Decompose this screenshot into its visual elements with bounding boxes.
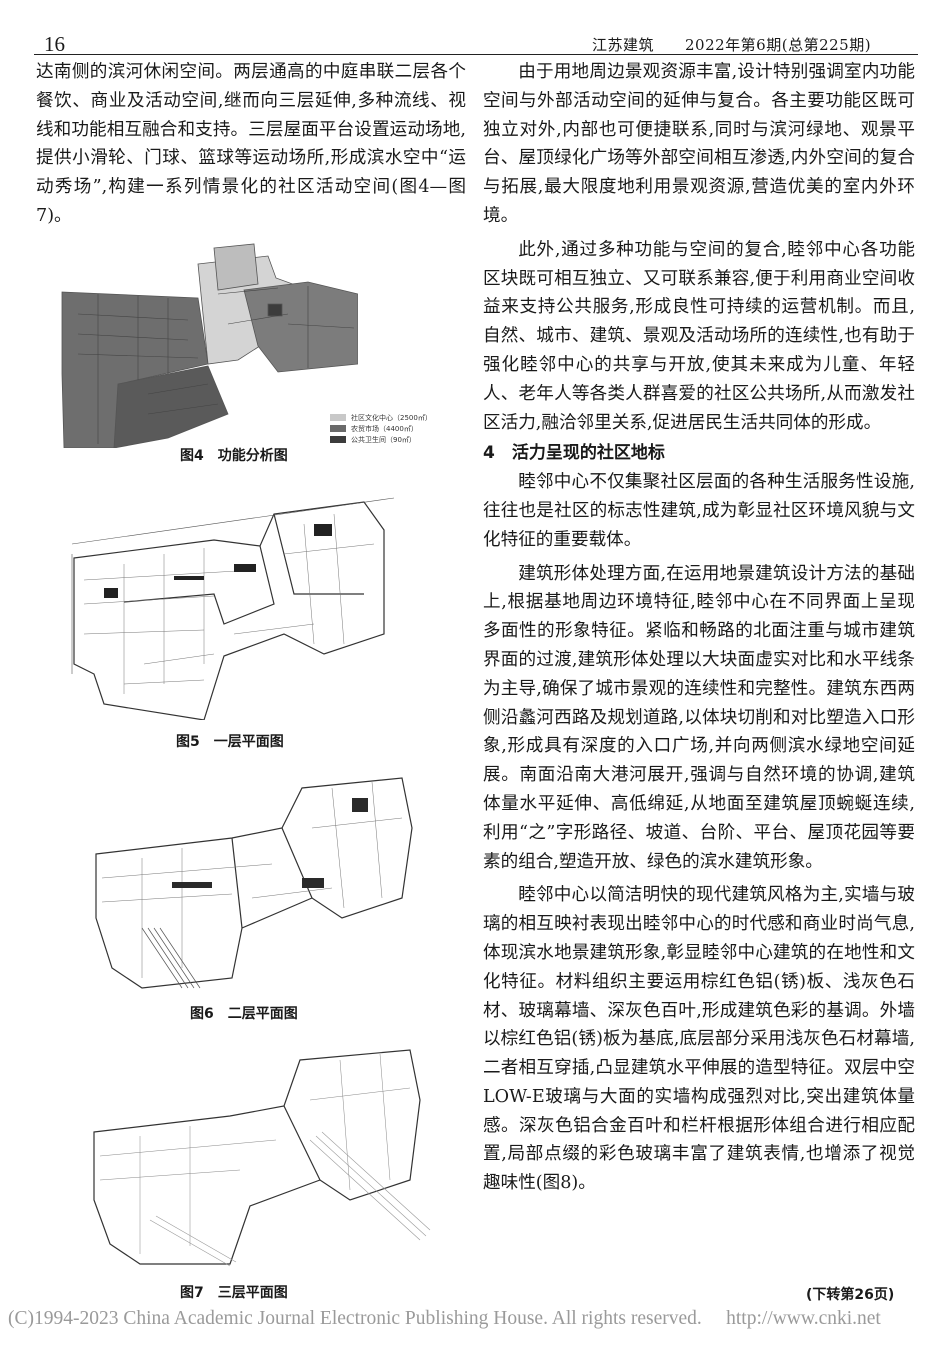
figure-5-ground-floor-plan <box>71 497 395 720</box>
legend-item: 社区文化中心（2500㎡） <box>330 412 432 423</box>
legend-item: 农贸市场（4400㎡） <box>330 423 432 434</box>
right-paragraph-4: 建筑形体处理方面,在运用地景建筑设计方法的基础上,根据基地周边环境特征,睦邻中心… <box>483 563 915 872</box>
figure-6-second-floor-plan <box>95 777 413 989</box>
right-paragraph-1: 由于用地周边景观资源丰富,设计特别强调室内功能空间与外部活动空间的延伸与复合。各… <box>483 62 915 226</box>
legend-swatch <box>330 436 346 443</box>
figure-4-legend: 社区文化中心（2500㎡） 农贸市场（4400㎡） 公共卫生间（90㎡） <box>330 412 432 445</box>
figure-4-caption: 图4 功能分析图 <box>180 448 288 464</box>
section-heading: 4 活力呈现的社区地标 <box>483 443 665 464</box>
continued-note: (下转第26页) <box>806 1287 895 1303</box>
legend-swatch <box>330 425 346 432</box>
legend-item: 公共卫生间（90㎡） <box>330 434 432 445</box>
south-block <box>113 365 229 448</box>
top-block <box>213 243 259 291</box>
left-paragraph: 达南侧的滨河休闲空间。两层通高的中庭串联二层各个餐饮、商业及活动空间,继而向三层… <box>36 62 466 226</box>
copyright-footer: (C)1994-2023 China Academic Journal Elec… <box>8 1308 881 1329</box>
right-column: 由于用地周边景观资源丰富,设计特别强调室内功能空间与外部活动空间的延伸与复合。各… <box>483 58 915 1198</box>
right-paragraph-3: 睦邻中心不仅集聚社区层面的各种生活服务性设施,往往也是社区的标志性建筑,成为彰显… <box>483 472 915 550</box>
legend-swatch <box>330 414 346 421</box>
header-rule <box>34 54 918 55</box>
right-paragraph-5: 睦邻中心以简洁明快的现代建筑风格为主,实墙与玻璃的相互映衬表现出睦邻中心的时代感… <box>483 885 915 1194</box>
figure-4-function-diagram <box>61 243 358 448</box>
toilet-zone <box>267 303 283 317</box>
figure-5-caption: 图5 一层平面图 <box>176 734 284 750</box>
right-paragraph-2: 此外,通过多种功能与空间的复合,睦邻中心各功能区块既可相互独立、又可联系兼容,便… <box>483 239 915 433</box>
left-column: 达南侧的滨河休闲空间。两层通高的中庭串联二层各个餐饮、商业及活动空间,继而向三层… <box>36 58 466 231</box>
figure-7-third-floor-plan <box>93 1049 431 1267</box>
figure-7-caption: 图7 三层平面图 <box>180 1285 288 1301</box>
page-number: 16 <box>44 32 65 56</box>
journal-header: 江苏建筑 2022年第6期(总第225期) <box>592 36 872 54</box>
figure-6-caption: 图6 二层平面图 <box>190 1006 298 1022</box>
